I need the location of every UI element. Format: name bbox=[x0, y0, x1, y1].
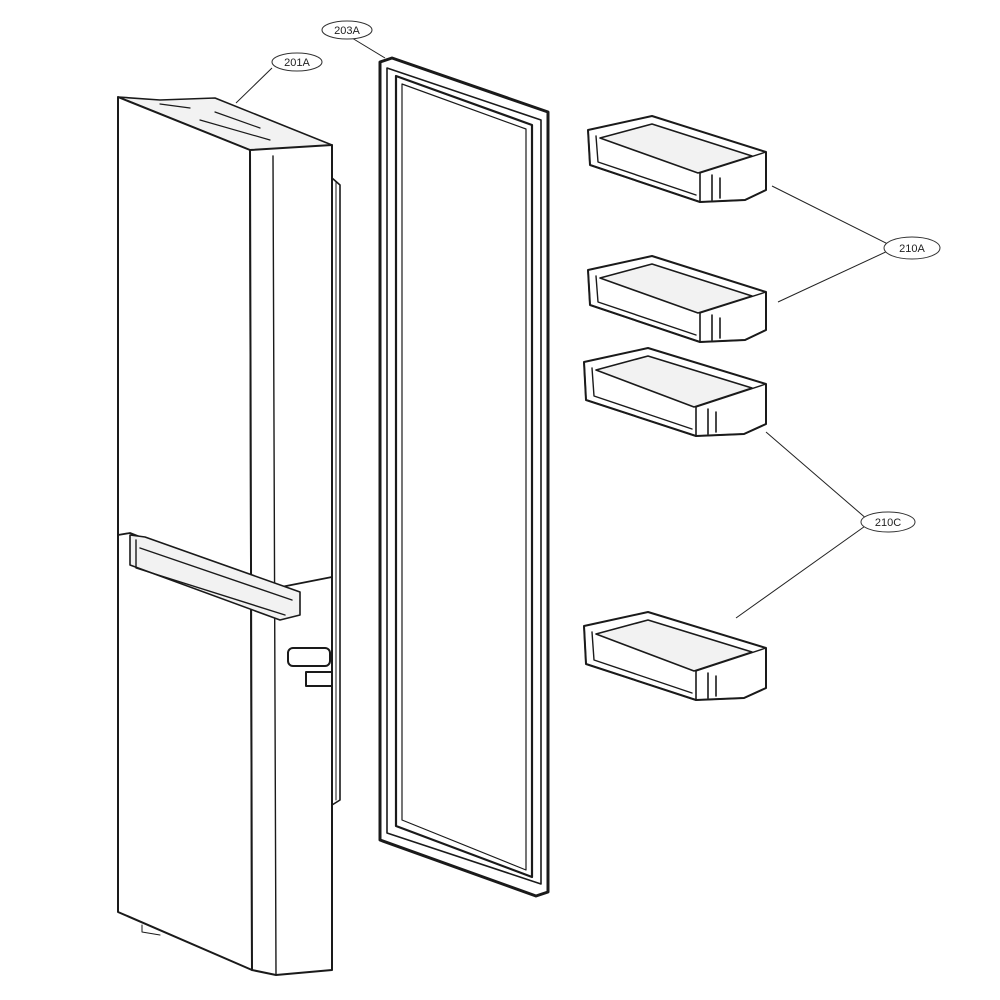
leader-210C-bottom bbox=[735, 523, 869, 619]
callout-203A: 203A bbox=[321, 20, 373, 40]
leader-201A bbox=[235, 67, 273, 104]
door-basket-4 bbox=[583, 611, 767, 701]
leader-210A-bottom bbox=[777, 249, 891, 303]
leader-lines bbox=[235, 37, 891, 619]
leader-210C-top bbox=[765, 431, 869, 521]
callout-210A: 210A bbox=[883, 236, 941, 260]
callout-210C-label: 210C bbox=[875, 517, 901, 529]
callout-210A-label: 210A bbox=[899, 243, 925, 255]
door-assembly bbox=[117, 96, 341, 976]
door-basket-3 bbox=[583, 347, 767, 437]
callout-201A: 201A bbox=[271, 52, 323, 72]
door-latch-lower bbox=[305, 671, 333, 687]
door-latch bbox=[287, 647, 331, 667]
door-side-panel bbox=[249, 144, 333, 976]
leader-203A bbox=[351, 37, 386, 59]
callout-210C: 210C bbox=[860, 511, 916, 533]
leader-210A-top bbox=[771, 185, 891, 246]
callout-203A-label: 203A bbox=[334, 25, 360, 37]
door-basket-1 bbox=[587, 115, 767, 203]
door-baskets bbox=[583, 115, 767, 701]
door-handle bbox=[129, 534, 301, 621]
callout-201A-label: 201A bbox=[284, 57, 310, 69]
door-gasket bbox=[378, 56, 550, 898]
door-front-panel bbox=[117, 96, 253, 971]
door-basket-2 bbox=[587, 255, 767, 343]
